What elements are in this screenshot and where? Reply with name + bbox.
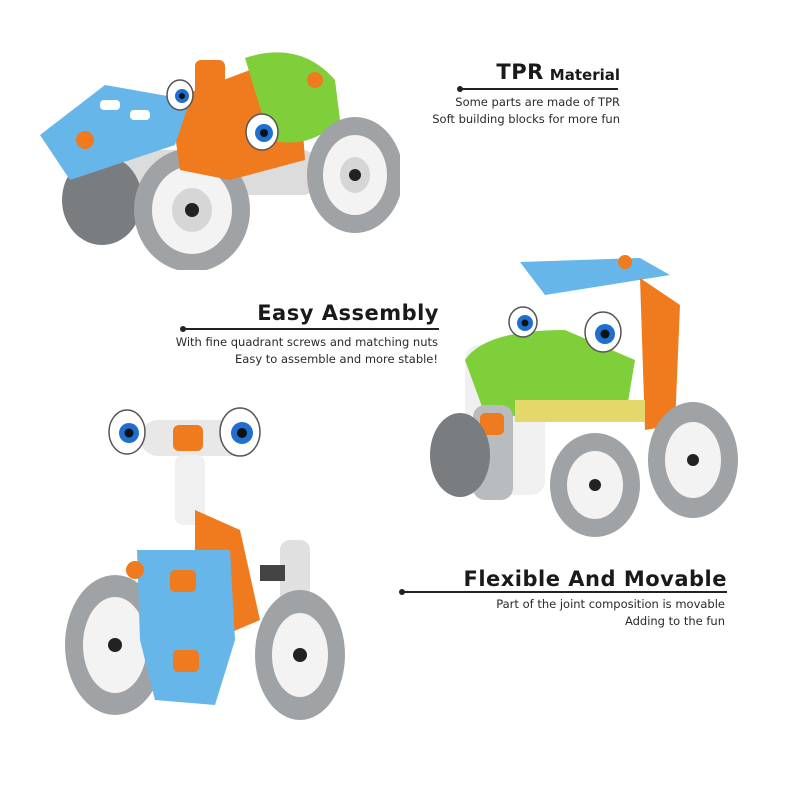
feature-desc-line: Adding to the fun [624, 614, 725, 628]
feature-title-small: Material [549, 65, 620, 84]
bullet-dot-icon [457, 85, 463, 92]
feature-title-big: Easy Assembly [257, 301, 439, 325]
feature-heading: Flexible And Movable [400, 569, 727, 590]
feature-desc-line: With fine quadrant screws and matching n… [175, 335, 438, 349]
feature-description: Part of the joint composition is movable… [496, 596, 725, 630]
feature-divider [457, 85, 618, 92]
robot-trike-toy-icon [65, 407, 345, 720]
feature-description: Some parts are made of TPR Soft building… [432, 94, 620, 128]
feature-desc-line: Some parts are made of TPR [455, 95, 620, 109]
feature-divider [180, 325, 439, 332]
bullet-dot-icon [180, 325, 186, 332]
feature-description: With fine quadrant screws and matching n… [176, 334, 438, 368]
race-car-toy-icon [40, 52, 400, 270]
feature-desc-line: Easy to assemble and more stable! [235, 352, 438, 366]
truck-toy-icon [430, 255, 738, 537]
feature-title-big: TPR [496, 60, 544, 84]
feature-tpr-material: TPR Material [420, 62, 620, 83]
feature-divider [399, 588, 727, 595]
feature-desc-line: Part of the joint composition is movable [496, 597, 725, 611]
feature-desc-line: Soft building blocks for more fun [432, 112, 620, 126]
feature-easy-assembly: Easy Assembly [180, 303, 439, 324]
feature-heading: TPR Material [420, 62, 620, 83]
bullet-dot-icon [399, 588, 405, 595]
feature-flexible-movable: Flexible And Movable [400, 569, 727, 590]
feature-heading: Easy Assembly [180, 303, 439, 324]
feature-title-big: Flexible And Movable [463, 567, 727, 591]
